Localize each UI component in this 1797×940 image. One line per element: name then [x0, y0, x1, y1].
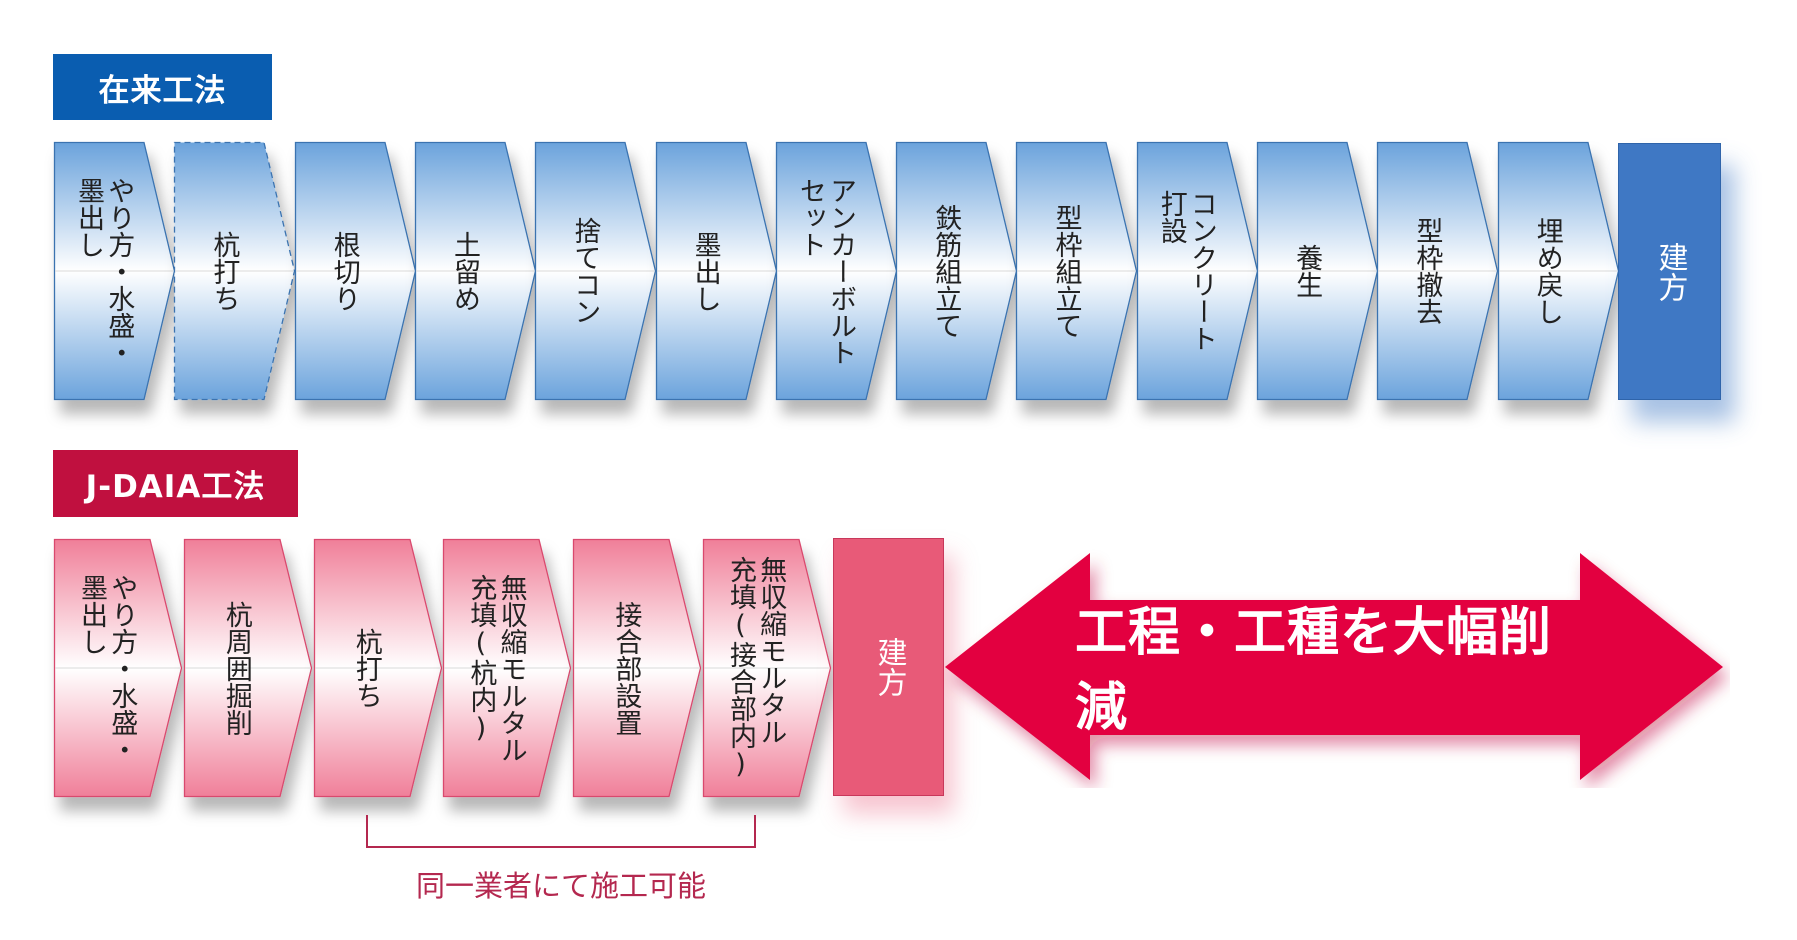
step-label: 墨出し — [689, 230, 721, 312]
step-label: 土留め — [449, 230, 481, 312]
conv-step: 鉄筋組立て — [895, 141, 1018, 401]
jdaia-step: 無収縮モルタル 充填(接合部内) — [702, 538, 832, 798]
conv-step: 埋め戻し — [1497, 141, 1619, 401]
step-label: 無収縮モルタル 充填(接合部内) — [725, 556, 787, 780]
step-label: 杭周囲掘削 — [220, 600, 252, 736]
chevron-arrow-icon — [174, 141, 296, 401]
jdaia-step: 無収縮モルタル 充填(杭内) — [443, 538, 572, 798]
reduction-message: 工程・工種を大幅削減 — [1075, 603, 1553, 738]
conventional-method-label: 在来工法 — [53, 54, 272, 120]
step-label: やり方・水盛・ 墨出し — [76, 573, 138, 763]
step-label: 根切り — [328, 230, 360, 312]
chevron-arrow-icon — [775, 141, 897, 401]
step-label: 埋め戻し — [1531, 217, 1563, 325]
jdaia-step: 杭周囲掘削 — [183, 538, 312, 798]
chevron-arrow-icon — [895, 141, 1018, 401]
jdaia-step: やり方・水盛・ 墨出し — [53, 538, 183, 798]
chevron-arrow-icon — [53, 141, 176, 401]
step-label: 杭打ち — [208, 230, 240, 312]
chevron-arrow-icon — [655, 141, 777, 401]
same-contractor-note: 同一業者にて施工可能 — [415, 869, 706, 903]
step-label: 接合部設置 — [610, 600, 642, 736]
chevron-arrow-icon — [1136, 141, 1258, 401]
chevron-arrow-icon — [414, 141, 537, 401]
step-label: 型枠組立て — [1050, 203, 1082, 339]
jdaia-step: 接合部設置 — [573, 538, 702, 798]
chevron-arrow-icon — [294, 141, 416, 401]
step-label: コンクリート 打設 — [1155, 190, 1217, 352]
step-label: 型枠撤去 — [1411, 217, 1443, 325]
conv-step: 根切り — [294, 141, 416, 401]
chevron-arrow-icon — [1256, 141, 1379, 401]
jdaia-method-label: J-DAIA工法 — [53, 450, 298, 517]
conv-step: やり方・水盛・ 墨出し — [53, 141, 176, 401]
chevron-arrow-icon — [183, 538, 312, 798]
chevron-arrow-icon — [1497, 141, 1619, 401]
conv-step: 杭打ち — [174, 141, 296, 401]
chevron-arrow-icon — [53, 538, 183, 798]
conv-step: 墨出し — [655, 141, 777, 401]
conv-step: 型枠組立て — [1016, 141, 1138, 401]
step-label: 養生 — [1291, 244, 1323, 298]
step-label: 捨てコン — [569, 217, 601, 325]
conv-step: 型枠撤去 — [1377, 141, 1499, 401]
conv-step: アンカーボルト セット — [775, 141, 897, 401]
double-arrow-icon — [945, 553, 1723, 780]
jdaia-step: 杭打ち — [313, 538, 442, 798]
conv-step: コンクリート 打設 — [1136, 141, 1258, 401]
chevron-arrow-icon — [1016, 141, 1138, 401]
jdaia-final-step-erection: 建方 — [833, 538, 944, 796]
chevron-arrow-icon — [535, 141, 657, 401]
conventional-final-step-erection: 建方 — [1618, 143, 1721, 400]
conv-step: 捨てコン — [535, 141, 657, 401]
step-label: アンカーボルト セット — [794, 176, 857, 366]
chevron-arrow-icon — [573, 538, 702, 798]
step-label: 鉄筋組立て — [930, 203, 962, 339]
same-contractor-bracket — [366, 815, 756, 848]
chevron-arrow-icon — [443, 538, 572, 798]
step-label: 無収縮モルタル 充填(杭内) — [465, 573, 527, 763]
conv-step: 土留め — [414, 141, 537, 401]
chevron-arrow-icon — [313, 538, 442, 798]
chevron-arrow-icon — [702, 538, 832, 798]
conv-step: 養生 — [1256, 141, 1379, 401]
step-label: 杭打ち — [350, 627, 382, 709]
step-label: やり方・水盛・ 墨出し — [73, 176, 135, 366]
chevron-arrow-icon — [1377, 141, 1499, 401]
